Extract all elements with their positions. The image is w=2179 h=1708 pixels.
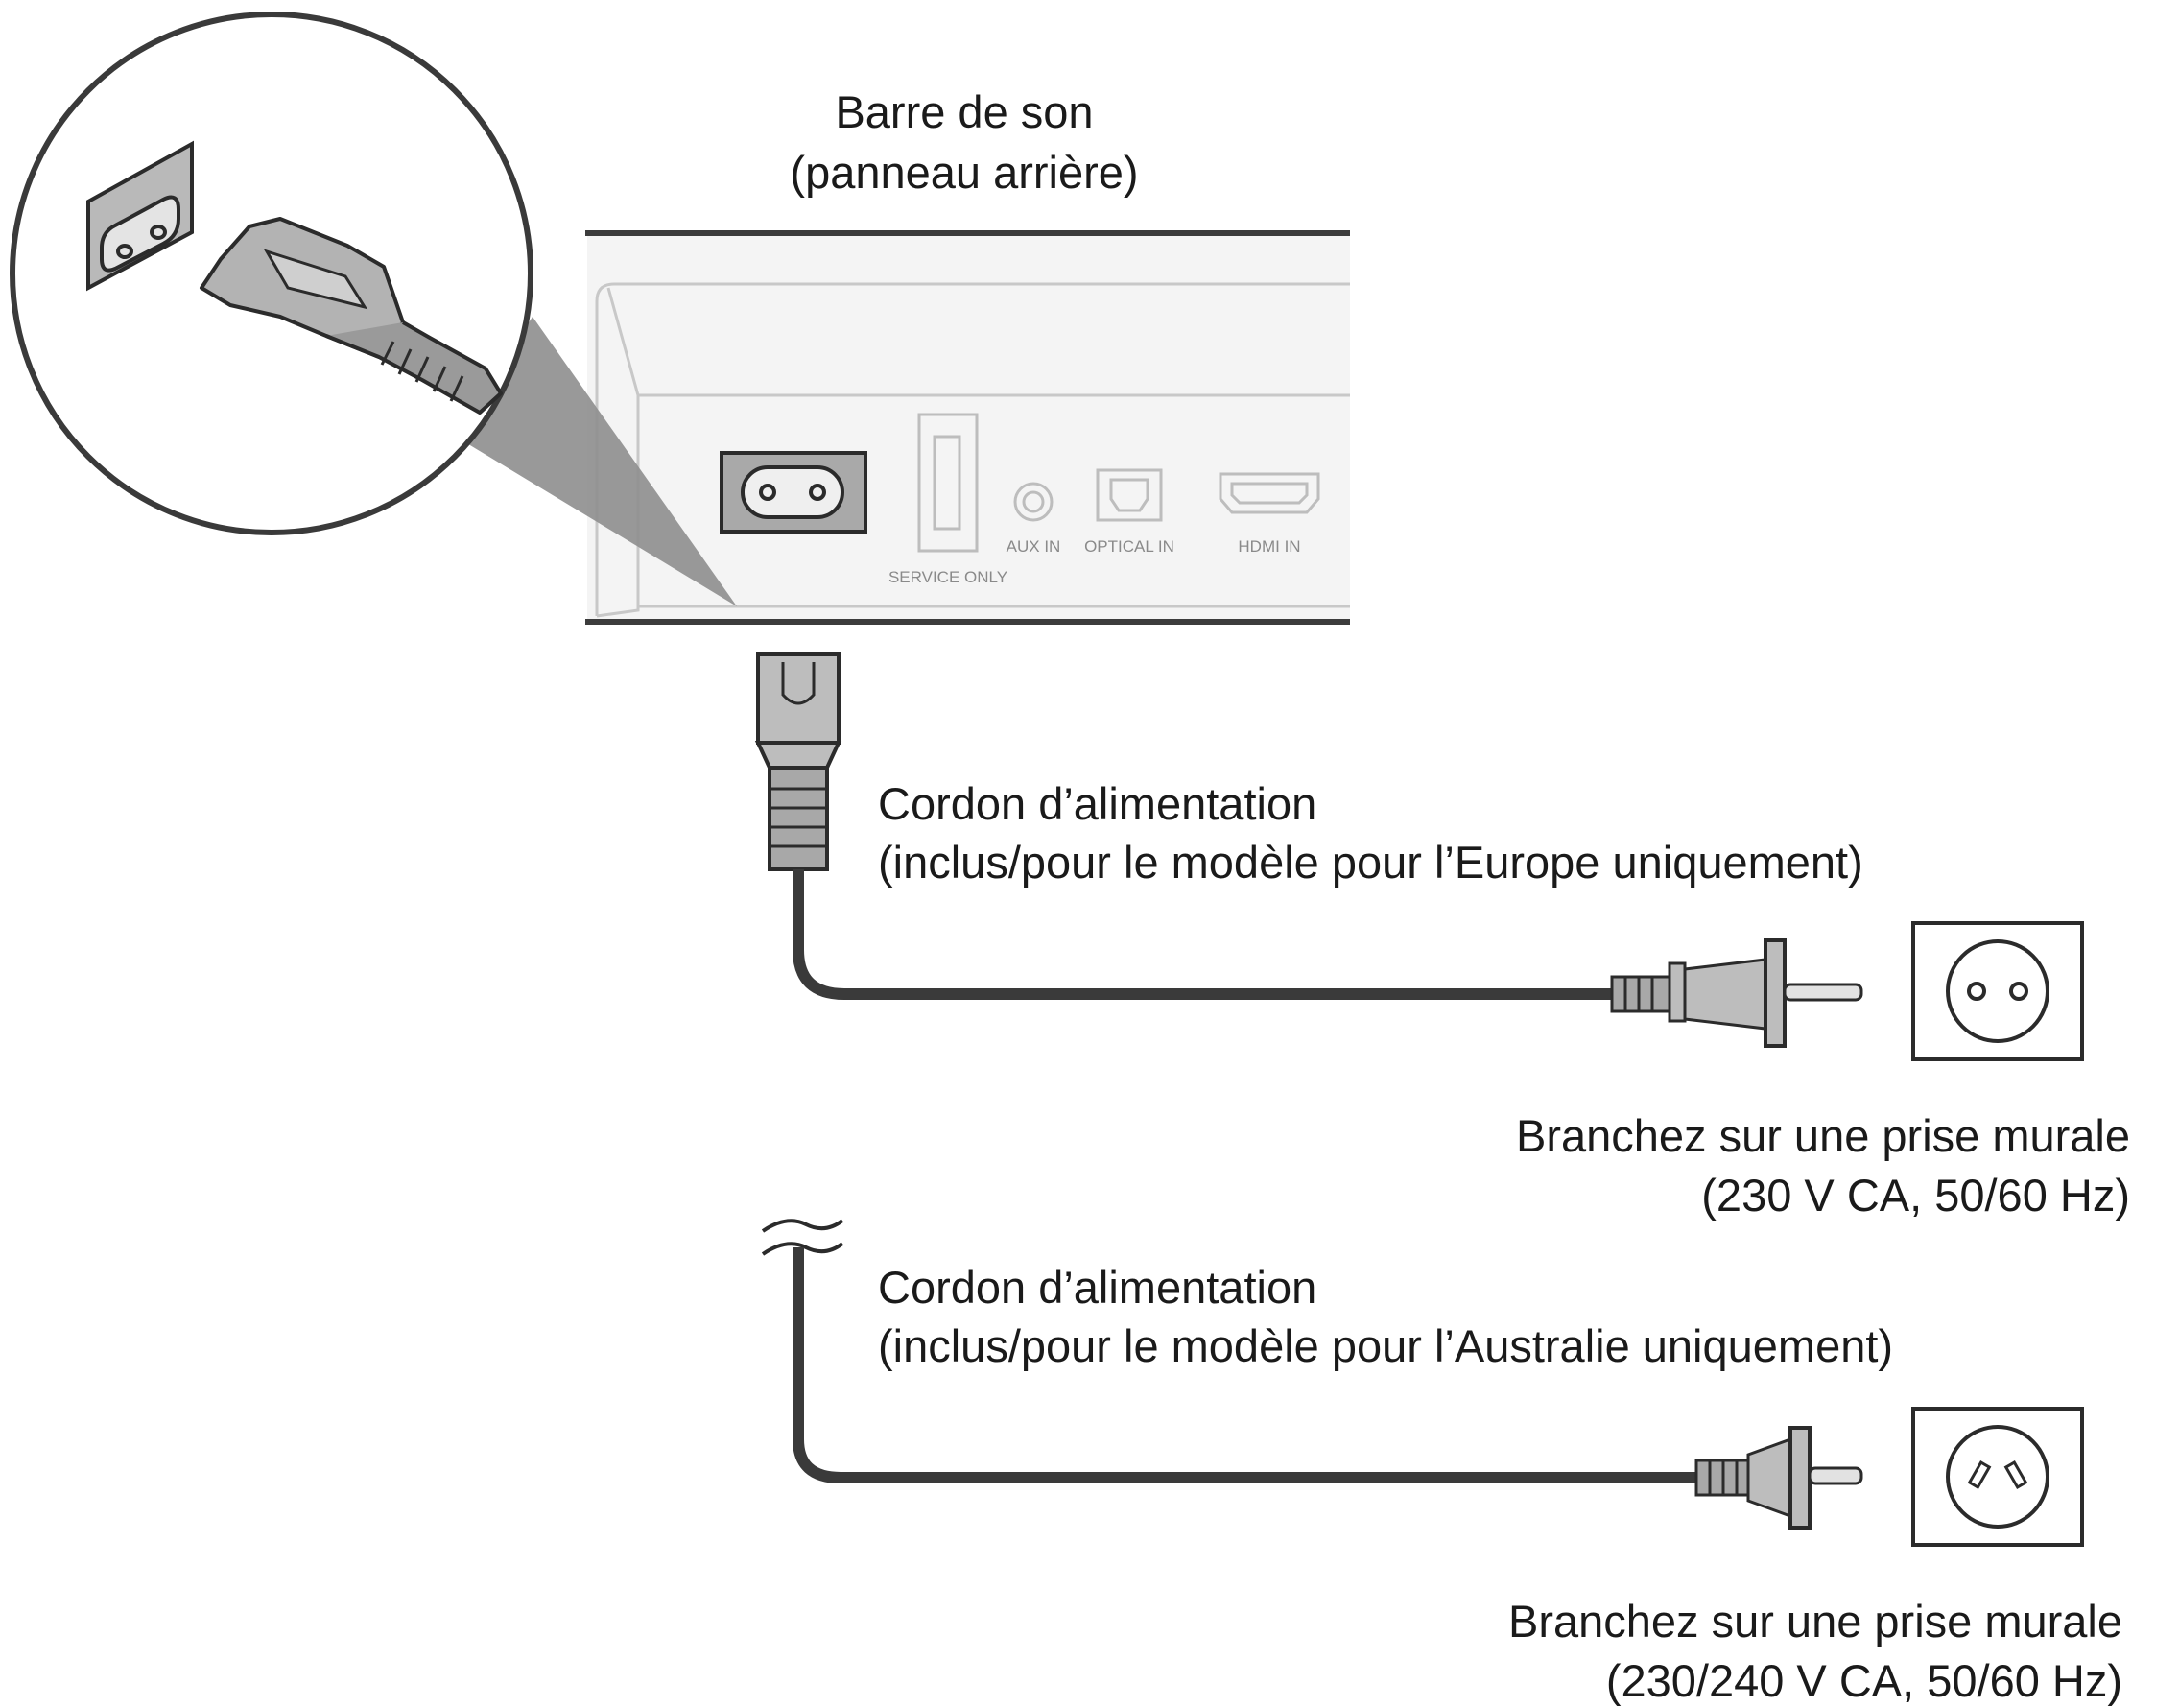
australia-wall-outlet [1911,1407,2084,1547]
australia-plug [1694,1426,1863,1530]
zoom-circle [10,12,533,535]
c7-connector [754,652,842,871]
australia-cable [793,1247,1696,1483]
europe-plug [1610,938,1863,1048]
zoom-cone [456,317,737,606]
outlet-australia-spec: (230/240 V CA, 50/60 Hz) [1606,1655,2122,1706]
optical-in-label: OPTICAL IN [1084,537,1174,556]
cord-europe-note: (inclus/pour le modèle pour l’Europe uni… [878,837,1863,888]
optical-port [1096,468,1163,522]
cord-australia-note: (inclus/pour le modèle pour l’Australie … [878,1320,1893,1371]
soundbar-title: Barre de son [835,86,1093,137]
soundbar-subtitle: (panneau arrière) [790,147,1138,198]
outlet-australia-title: Branchez sur une prise murale [1508,1596,2122,1647]
power-inlet [720,451,867,534]
service-usb-port [917,413,979,553]
aux-jack [1013,482,1054,522]
outlet-europe-title: Branchez sur une prise murale [1516,1110,2130,1161]
europe-cable [793,869,1612,1000]
europe-wall-outlet [1911,921,2084,1061]
cord-australia-title: Cordon d’alimentation [878,1262,1316,1313]
service-only-label: SERVICE ONLY [888,568,1007,586]
hdmi-in-label: HDMI IN [1238,537,1300,556]
hdmi-port [1219,472,1320,514]
outlet-europe-spec: (230 V CA, 50/60 Hz) [1701,1170,2130,1221]
break-mark [761,1219,844,1256]
cord-europe-title: Cordon d’alimentation [878,778,1316,829]
aux-in-label: AUX IN [1007,537,1061,556]
